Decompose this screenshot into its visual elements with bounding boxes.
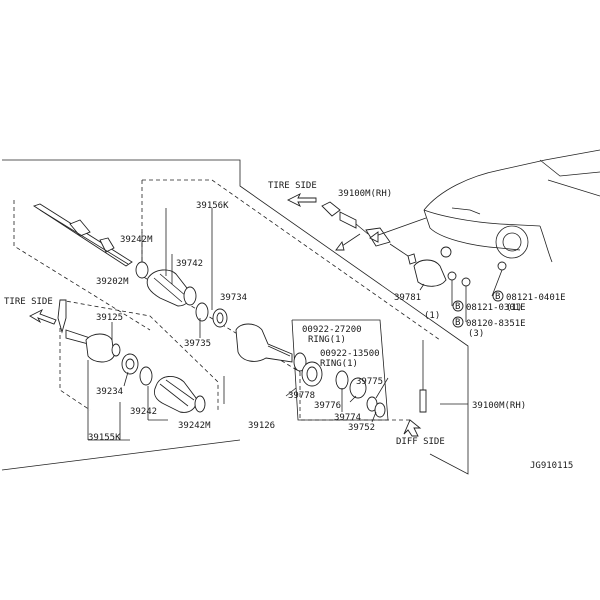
label-tire-side-top: TIRE SIDE — [268, 181, 317, 191]
label-ring1-b: RING(1) — [320, 359, 358, 369]
bolt-symbols: B B B — [452, 290, 504, 328]
bearing-39234 — [121, 353, 139, 375]
snap-rings-upper — [195, 302, 228, 328]
arrow-diff-side — [403, 419, 422, 437]
label-39734: 39734 — [220, 293, 247, 303]
bolt-b-icon-2 — [452, 316, 464, 328]
kit-frame-39155k — [13, 200, 219, 411]
label-diff-side: DIFF SIDE — [396, 437, 445, 447]
stub-shaft-right — [419, 340, 427, 413]
label-39775: 39775 — [356, 377, 383, 387]
label-ring1-a: RING(1) — [308, 335, 346, 345]
label-39125: 39125 — [96, 313, 123, 323]
label-39126: 39126 — [248, 421, 275, 431]
joint-housing-39126 — [235, 323, 293, 363]
label-08120-8351e: 08120-8351E — [466, 319, 526, 329]
label-39752: 39752 — [348, 423, 375, 433]
label-qty1-b: (1) — [506, 303, 522, 313]
bolt-b-letter-3: B — [495, 292, 500, 302]
band-39242m-a — [135, 261, 149, 279]
label-39100m-rh-top: 39100M(RH) — [338, 189, 392, 199]
arrow-tire-side-left — [29, 308, 57, 325]
label-39774: 39774 — [334, 413, 361, 423]
label-39234: 39234 — [96, 387, 123, 397]
boot-39242 — [139, 366, 206, 413]
joint-39125 — [85, 333, 121, 363]
label-qty3: (3) — [468, 329, 484, 339]
label-39242: 39242 — [130, 407, 157, 417]
label-tire-side-left: TIRE SIDE — [4, 297, 53, 307]
label-39242m-b: 39242M — [178, 421, 211, 431]
bolt-b-letter-1: B — [455, 302, 460, 312]
label-08121-0401e: 08121-0401E — [506, 293, 566, 303]
inset-axle — [321, 201, 417, 265]
label-39776: 39776 — [314, 401, 341, 411]
boot-39742 — [135, 261, 197, 307]
label-39781: 39781 — [394, 293, 421, 303]
axle-shaft-39202m — [32, 203, 133, 267]
direction-arrows — [29, 192, 427, 437]
label-39735: 39735 — [184, 339, 211, 349]
label-08121-0301e: 08121-0301E — [466, 303, 526, 313]
label-39155k: 39155K — [88, 433, 121, 443]
label-39742: 39742 — [176, 259, 203, 269]
label-qty1-a: (1) — [424, 311, 440, 321]
label-00922-13500: 00922-13500 — [320, 349, 380, 359]
bolt-b-icon-1 — [452, 300, 464, 312]
band-39742-clip — [183, 286, 197, 306]
ring-subbox — [291, 319, 389, 421]
label-39778: 39778 — [288, 391, 315, 401]
diagram-code: JG910115 — [530, 461, 573, 471]
arrow-car-to-axle — [369, 217, 427, 239]
mount-39781 — [413, 246, 507, 287]
assembly-frame — [1, 159, 469, 475]
label-39156k: 39156K — [196, 201, 229, 211]
part-labels: TIRE SIDE 39100M(RH) 39156K 39242M 39742… — [4, 181, 573, 471]
bolt-b-letter-2: B — [455, 318, 460, 328]
label-00922-27200: 00922-27200 — [302, 325, 362, 335]
label-39100m-rh-right: 39100M(RH) — [472, 401, 526, 411]
arrow-tire-side-top — [286, 192, 317, 208]
leader-lines — [87, 208, 503, 441]
label-39242m-a: 39242M — [120, 235, 153, 245]
ring-parts — [293, 352, 386, 418]
label-39202m: 39202M — [96, 277, 129, 287]
bolt-b-icon-3 — [492, 290, 504, 302]
vehicle-outline — [423, 149, 600, 263]
